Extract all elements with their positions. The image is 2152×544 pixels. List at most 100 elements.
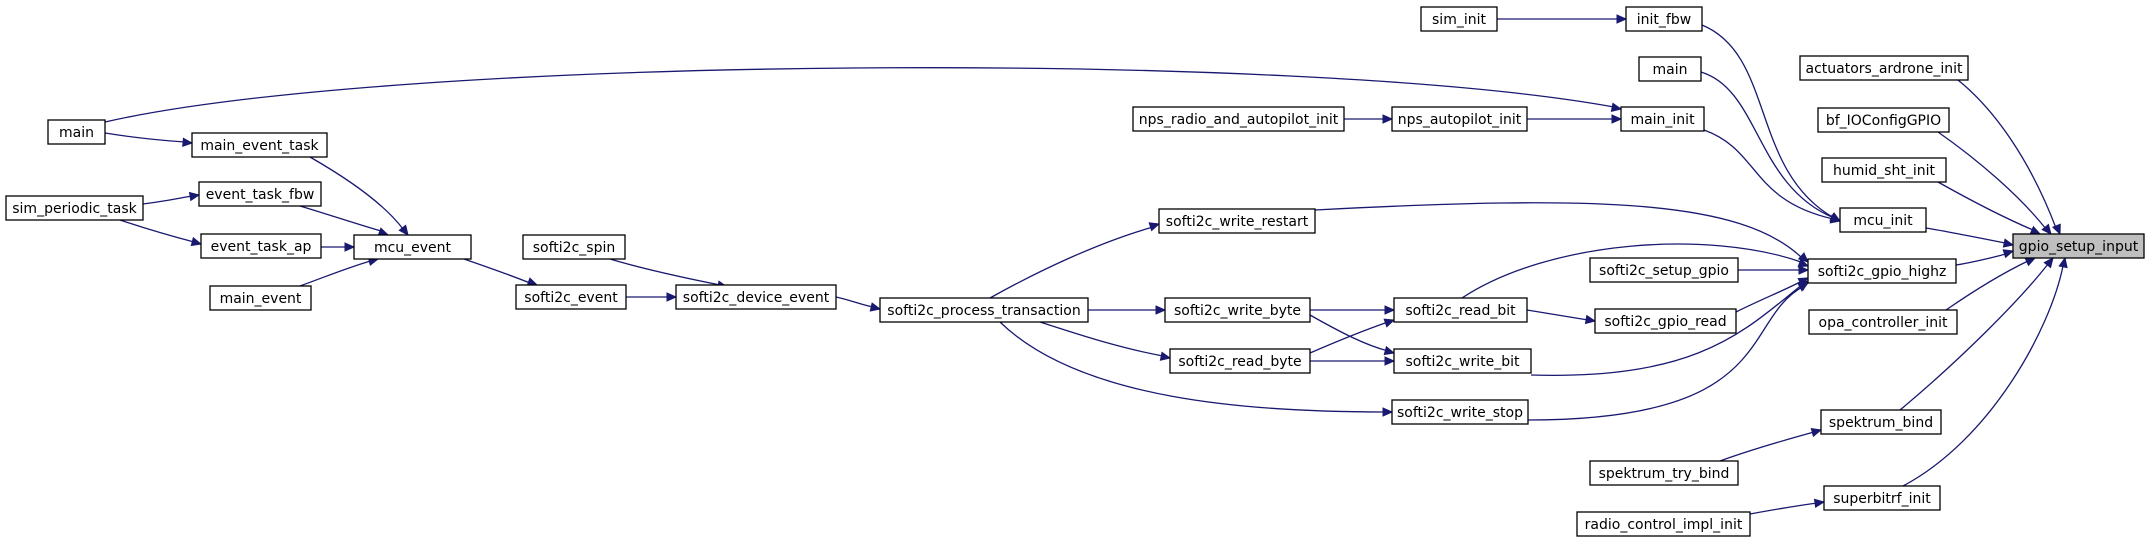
edge-sim_init-to-init_fbw: [1497, 14, 1628, 24]
node-softi2c-event[interactable]: softi2c_event: [515, 284, 627, 310]
edge-softi2c_gpio_read-to-softi2c_gpio_highz: [1735, 277, 1810, 313]
edge-line: [1925, 227, 2006, 244]
node-softi2c-read-bit[interactable]: softi2c_read_bit: [1393, 297, 1528, 323]
node-softi2c-write-stop[interactable]: softi2c_write_stop: [1391, 399, 1529, 425]
node-label: gpio_setup_input: [2019, 239, 2139, 255]
node-main-event[interactable]: main_event: [209, 285, 312, 311]
node-softi2c-device-event[interactable]: softi2c_device_event: [675, 284, 837, 310]
node-softi2c-process-transaction[interactable]: softi2c_process_transaction: [879, 297, 1089, 323]
edge-opa_controller_init-to-gpio_setup_input: [1945, 257, 2037, 311]
edge-main_event-to-mcu_event: [299, 256, 380, 287]
edge-line: [104, 67, 1615, 123]
edge-arrowhead: [1813, 498, 1826, 509]
node-softi2c-gpio-read[interactable]: softi2c_gpio_read: [1594, 308, 1737, 334]
edge-line: [1749, 502, 1818, 515]
edge-bf_IOConfigGPIO-to-gpio_setup_input: [1937, 131, 2052, 235]
node-label: main: [59, 125, 94, 141]
node-box: [1420, 6, 1498, 32]
edge-arrowhead: [1148, 222, 1161, 232]
node-sim-periodic-task[interactable]: sim_periodic_task: [5, 195, 144, 221]
node-box: [1393, 348, 1532, 374]
edge-arrowhead: [1584, 314, 1597, 325]
edge-arrowhead: [1383, 345, 1396, 356]
node-softi2c-write-restart[interactable]: softi2c_write_restart: [1158, 208, 1316, 234]
node-label: superbitrf_init: [1833, 491, 1931, 507]
node-box: [200, 233, 322, 259]
node-sim-init[interactable]: sim_init: [1420, 6, 1498, 32]
edge-line: [299, 260, 372, 287]
edge-sim_periodic_task-to-event_task_ap: [119, 219, 203, 247]
edge-softi2c_write_stop-to-softi2c_gpio_highz: [1527, 282, 1810, 421]
node-box: [1576, 511, 1751, 537]
node-main-event-task[interactable]: main_event_task: [191, 132, 328, 158]
edge-line: [1461, 243, 1802, 299]
node-mcu-init[interactable]: mcu_init: [1839, 207, 1927, 233]
node-softi2c-setup-gpio[interactable]: softi2c_setup_gpio: [1589, 257, 1739, 283]
node-label: main_event: [220, 291, 302, 307]
node-label: nps_autopilot_init: [1398, 112, 1522, 128]
node-superbitrf-init[interactable]: superbitrf_init: [1823, 485, 1941, 511]
edge-arrowhead: [2002, 249, 2015, 259]
node-box: [5, 195, 144, 221]
node-label: softi2c_spin: [533, 240, 615, 256]
node-event-task-fbw[interactable]: event_task_fbw: [198, 181, 322, 207]
edge-line: [104, 132, 186, 143]
node-box: [879, 297, 1089, 323]
node-main-init[interactable]: main_init: [1620, 106, 1705, 132]
node-softi2c-write-bit[interactable]: softi2c_write_bit: [1393, 348, 1532, 374]
node-spektrum-try-bind[interactable]: spektrum_try_bind: [1589, 460, 1739, 486]
edge-line: [1530, 283, 1804, 376]
node-opa-controller-init[interactable]: opa_controller_init: [1808, 309, 1958, 335]
node-mcu-event[interactable]: mcu_event: [353, 234, 472, 260]
node-box: [1589, 460, 1739, 486]
node-main-top[interactable]: main: [1638, 56, 1702, 82]
edge-arrowhead: [2029, 225, 2042, 235]
node-label: spektrum_try_bind: [1599, 466, 1730, 482]
node-box: [2012, 233, 2145, 259]
node-label: main_init: [1630, 112, 1695, 128]
node-label: softi2c_write_byte: [1174, 303, 1301, 319]
node-nps-radio-and-autopilot-init[interactable]: nps_radio_and_autopilot_init: [1132, 106, 1345, 132]
node-softi2c-gpio-highz[interactable]: softi2c_gpio_highz: [1807, 258, 1957, 284]
node-box: [353, 234, 472, 260]
edge-line: [1039, 321, 1164, 357]
call-edges: [104, 14, 2068, 515]
edge-arrowhead: [398, 224, 409, 236]
node-humid-sht-init[interactable]: humid_sht_init: [1821, 157, 1947, 183]
edge-arrowhead: [1616, 14, 1628, 24]
node-softi2c-write-byte[interactable]: softi2c_write_byte: [1164, 297, 1311, 323]
edge-main_left-to-main_init: [104, 67, 1623, 123]
edge-arrowhead: [1797, 258, 1810, 268]
node-event-task-ap[interactable]: event_task_ap: [200, 233, 322, 259]
node-label: event_task_ap: [211, 239, 312, 255]
edge-arrowhead: [2002, 238, 2015, 248]
edge-arrowhead: [1383, 318, 1396, 328]
node-softi2c-spin[interactable]: softi2c_spin: [522, 234, 626, 260]
edge-softi2c_setup_gpio-to-softi2c_gpio_highz: [1738, 265, 1810, 275]
node-label: event_task_fbw: [206, 187, 315, 203]
edge-line: [1309, 321, 1389, 354]
node-label: softi2c_event: [524, 290, 618, 306]
node-bf-IOConfigGPIO[interactable]: bf_IOConfigGPIO: [1817, 107, 1950, 133]
node-spektrum-bind[interactable]: spektrum_bind: [1820, 409, 1942, 435]
edge-softi2c_read_bit-to-softi2c_gpio_read: [1526, 309, 1597, 325]
node-main-left[interactable]: main: [47, 119, 106, 145]
edge-softi2c_process_transaction-to-softi2c_write_stop: [999, 321, 1394, 417]
node-init-fbw[interactable]: init_fbw: [1625, 6, 1703, 32]
node-radio-control-impl-init[interactable]: radio_control_impl_init: [1576, 511, 1751, 537]
node-box: [1820, 409, 1942, 435]
node-box: [1807, 258, 1957, 284]
edge-mcu_init-to-gpio_setup_input: [1925, 227, 2015, 248]
node-label: softi2c_write_stop: [1397, 405, 1523, 421]
node-label: softi2c_process_transaction: [887, 303, 1080, 319]
edge-line: [999, 321, 1386, 413]
node-label: softi2c_write_bit: [1406, 354, 1521, 370]
edge-line: [835, 296, 874, 308]
node-label: opa_controller_init: [1819, 315, 1948, 331]
node-label: sim_init: [1432, 12, 1486, 28]
node-actuators-ardrone-init[interactable]: actuators_ardrone_init: [1799, 55, 1969, 81]
node-softi2c-read-byte[interactable]: softi2c_read_byte: [1169, 348, 1311, 374]
edge-line: [463, 258, 531, 284]
node-nps-autopilot-init[interactable]: nps_autopilot_init: [1391, 106, 1528, 132]
